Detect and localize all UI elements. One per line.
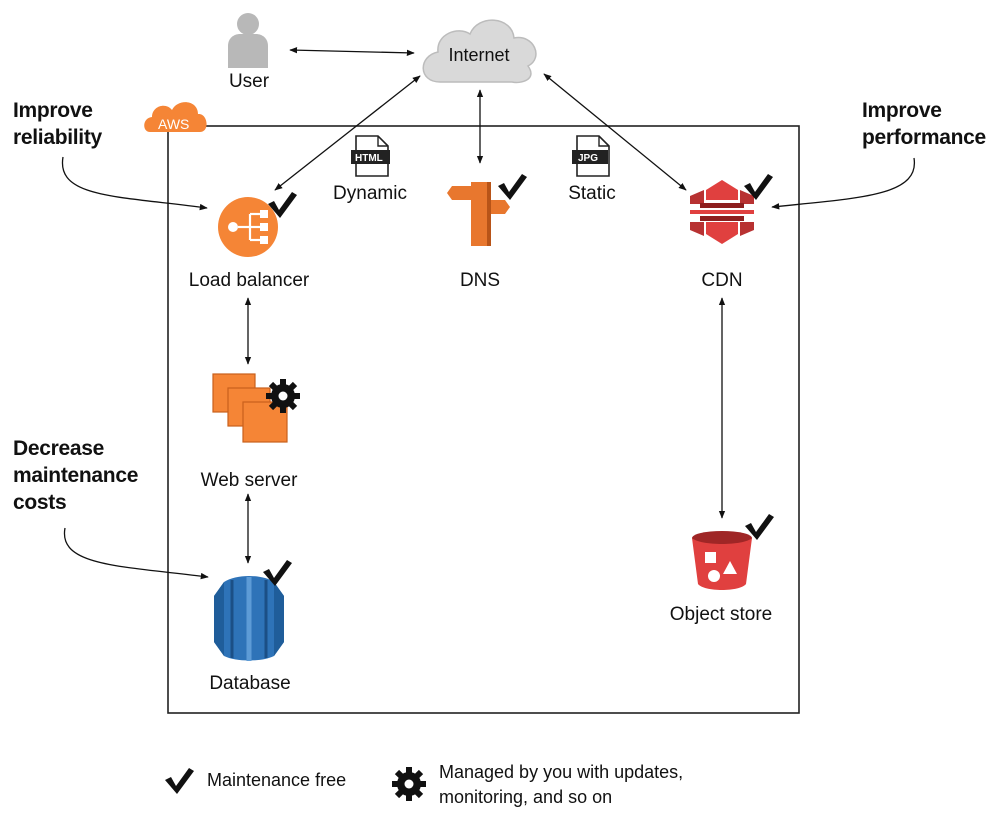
performance-callout <box>771 157 915 210</box>
html-file-icon: HTML <box>351 135 390 177</box>
maintenance-line-2: maintenance <box>13 464 139 487</box>
dns-signpost-icon <box>447 182 510 246</box>
internet-loadbalancer-link <box>274 75 421 191</box>
performance-line-2: performance <box>862 126 986 149</box>
aws-badge-icon: AWS <box>144 102 207 132</box>
legend-checkmark-icon <box>165 768 194 794</box>
maintenance-annotation: Decrease maintenance costs <box>13 435 138 516</box>
jpg-file-tag: JPG <box>578 153 598 164</box>
legend-managed-line-1: Managed by you with updates, <box>439 762 684 782</box>
maintenance-callout <box>63 527 209 580</box>
gear-icon <box>266 379 300 413</box>
internet-label: Internet <box>448 45 510 65</box>
load-balancer-icon <box>218 197 278 257</box>
checkmark-icon <box>268 192 297 218</box>
bucket-icon <box>692 531 752 590</box>
aws-boundary <box>167 125 800 714</box>
checkmark-icon <box>744 174 773 200</box>
user-icon <box>228 13 268 68</box>
database-label: Database <box>209 673 291 694</box>
database-icon <box>214 576 284 661</box>
legend-managed-line-2: monitoring, and so on <box>439 787 613 807</box>
user-internet-link <box>289 46 415 57</box>
cdn-icon <box>690 180 754 244</box>
internet-cdn-link <box>543 73 687 191</box>
dns-label: DNS <box>459 270 501 291</box>
aws-badge-label: AWS <box>158 116 189 132</box>
object-store-label: Object store <box>669 604 773 625</box>
reliability-line-2: reliability <box>13 126 102 149</box>
jpg-file-icon: JPG <box>572 135 610 177</box>
legend-maintenance-free: Maintenance free <box>207 770 347 790</box>
checkmark-icon <box>263 560 292 586</box>
cdn-label: CDN <box>701 270 743 291</box>
legend-gear-icon <box>392 767 426 801</box>
reliability-line-1: Improve <box>13 99 93 122</box>
connections <box>61 46 915 580</box>
maintenance-line-3: costs <box>13 491 67 514</box>
performance-annotation: Improve performance <box>862 97 986 151</box>
html-file-tag: HTML <box>355 153 383 164</box>
dynamic-label: Dynamic <box>333 183 407 204</box>
maintenance-line-1: Decrease <box>13 437 105 460</box>
web-server-stack-icon <box>212 373 288 443</box>
checkmark-icon <box>498 174 527 200</box>
reliability-annotation: Improve reliability <box>13 97 102 151</box>
cloud-icon <box>422 19 537 84</box>
web-server-label: Web server <box>200 470 298 491</box>
performance-line-1: Improve <box>862 99 942 122</box>
user-label: User <box>228 71 270 92</box>
static-label: Static <box>568 183 616 204</box>
load-balancer-label: Load balancer <box>188 270 310 291</box>
checkmark-icon <box>745 514 774 540</box>
reliability-callout <box>61 156 208 211</box>
legend-managed: Managed by you with updates, monitoring,… <box>439 760 683 810</box>
